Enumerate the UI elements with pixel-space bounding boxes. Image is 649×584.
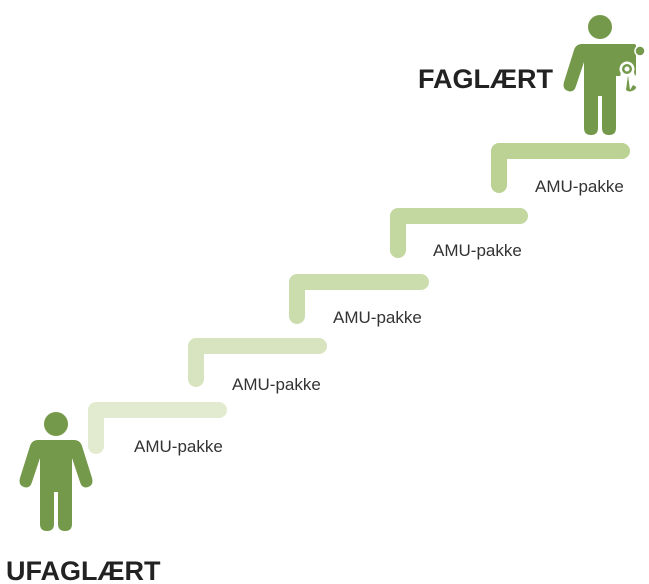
step-3: AMU-pakke [289, 274, 429, 327]
step-1-label: AMU-pakke [134, 437, 223, 456]
top-role-label: FAGLÆRT [418, 64, 553, 94]
step-4-label: AMU-pakke [433, 241, 522, 260]
step-4: AMU-pakke [390, 208, 528, 260]
person-icon [19, 412, 93, 531]
person-with-certificate-icon [563, 15, 646, 135]
step-2-label: AMU-pakke [232, 375, 321, 394]
step-1: AMU-pakke [88, 402, 227, 456]
step-5-label: AMU-pakke [535, 177, 624, 196]
step-2: AMU-pakke [188, 338, 327, 394]
step-3-label: AMU-pakke [333, 308, 422, 327]
step-5: AMU-pakke [491, 143, 630, 196]
certificate-seal-icon [618, 45, 646, 90]
bottom-role-label: UFAGLÆRT [6, 556, 161, 584]
